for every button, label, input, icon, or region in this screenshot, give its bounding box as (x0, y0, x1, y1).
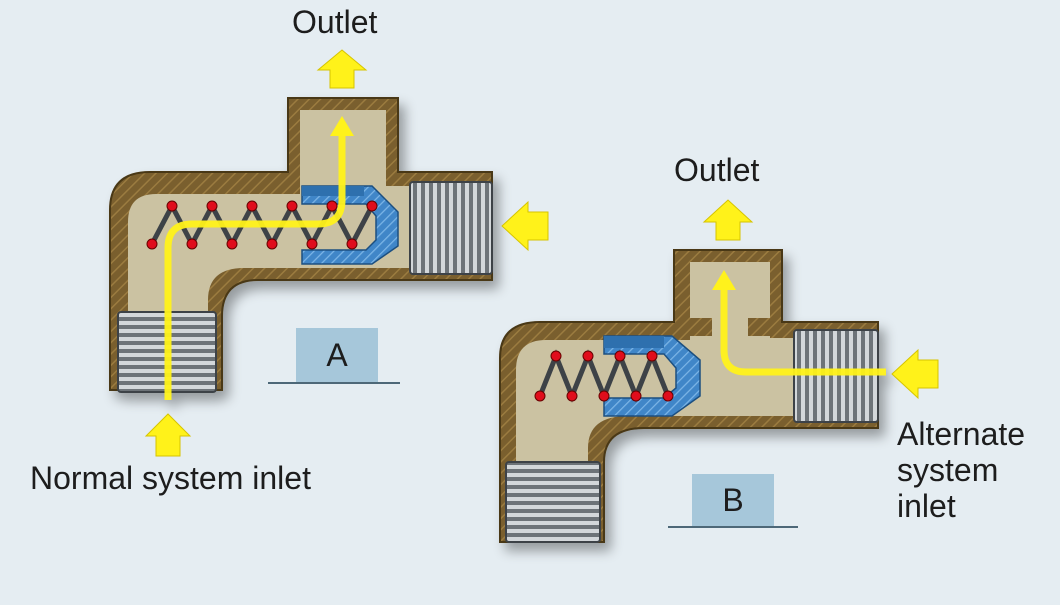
valve-b-seat-right (748, 318, 770, 336)
panel-b-badge: B (692, 474, 774, 526)
panel-b-underline (668, 526, 798, 528)
valve-a (109, 97, 493, 400)
valve-b-spring-dots (534, 350, 674, 402)
valve-a-alt-threads (409, 181, 493, 275)
valve-a-spring-dots (146, 200, 378, 250)
valve-b-inlet-threads (505, 461, 601, 543)
outlet-a-arrow (316, 49, 368, 89)
outlet-a-label: Outlet (292, 4, 378, 40)
alternate-inlet-label-line2: system (897, 452, 999, 488)
alternate-inlet-label-line3: inlet (897, 488, 956, 524)
panel-a-badge: A (296, 328, 378, 382)
valve-a-shuttle-seat (302, 186, 364, 196)
alt-inlet-a-arrow (501, 200, 549, 252)
outlet-b-label: Outlet (674, 152, 760, 188)
panel-a-underline (268, 382, 400, 384)
outlet-b-arrow (702, 199, 754, 241)
valve-a-flow-head (330, 116, 354, 136)
valve-b (499, 249, 886, 543)
alternate-inlet-label-line1: Alternate (897, 416, 1026, 452)
valve-b-seat-left (690, 318, 712, 336)
valve-b-shuttle-seat (604, 336, 664, 348)
alt-inlet-b-arrow (891, 348, 939, 400)
valve-b-alt-threads (793, 329, 879, 423)
valve-a-flow-path (164, 134, 346, 400)
normal-inlet-label: Normal system inlet (30, 460, 311, 496)
normal-inlet-arrow (144, 413, 192, 457)
valve-b-flow-head (712, 270, 736, 290)
valve-b-flow-path (720, 288, 886, 376)
